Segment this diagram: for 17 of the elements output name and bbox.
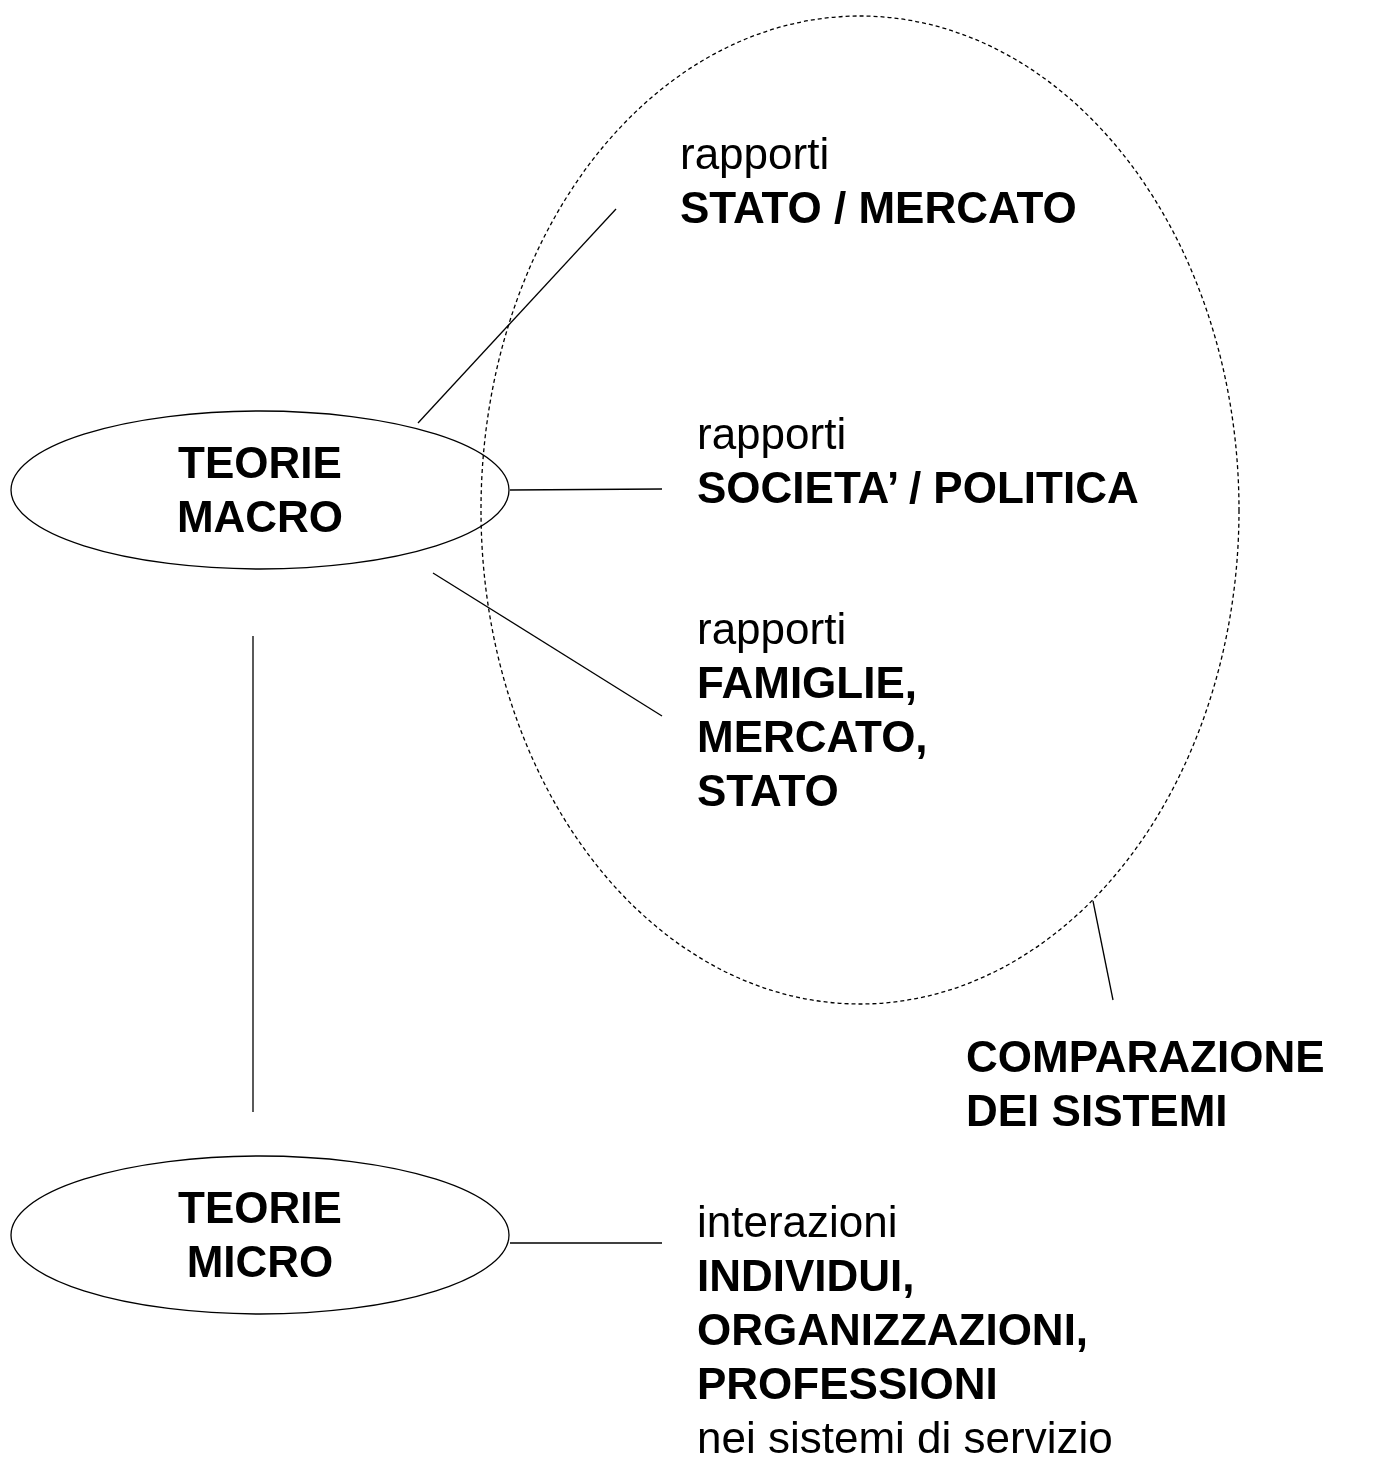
heading-text: FAMIGLIE, MERCATO, STATO <box>697 657 929 817</box>
caption-text: rapporti <box>697 603 848 655</box>
connector-line <box>252 635 254 1113</box>
connector-line <box>417 208 617 424</box>
connector-line <box>1092 900 1114 1001</box>
connector-line <box>432 572 663 717</box>
caption-text: rapporti <box>680 128 831 180</box>
heading-text: SOCIETA’ / POLITICA <box>697 462 1140 514</box>
heading-text: TEORIE MACRO <box>175 437 345 543</box>
caption-text: interazioni <box>697 1196 899 1248</box>
caption-text: nei sistemi di servizio <box>697 1412 1114 1464</box>
heading-text: STATO / MERCATO <box>680 182 1078 234</box>
caption-text: rapporti <box>697 408 848 460</box>
heading-text: TEORIE MICRO <box>177 1182 343 1288</box>
connector-line <box>509 1242 663 1244</box>
connector-line <box>509 488 663 491</box>
heading-text: COMPARAZIONE DEI SISTEMI <box>966 1031 1326 1137</box>
